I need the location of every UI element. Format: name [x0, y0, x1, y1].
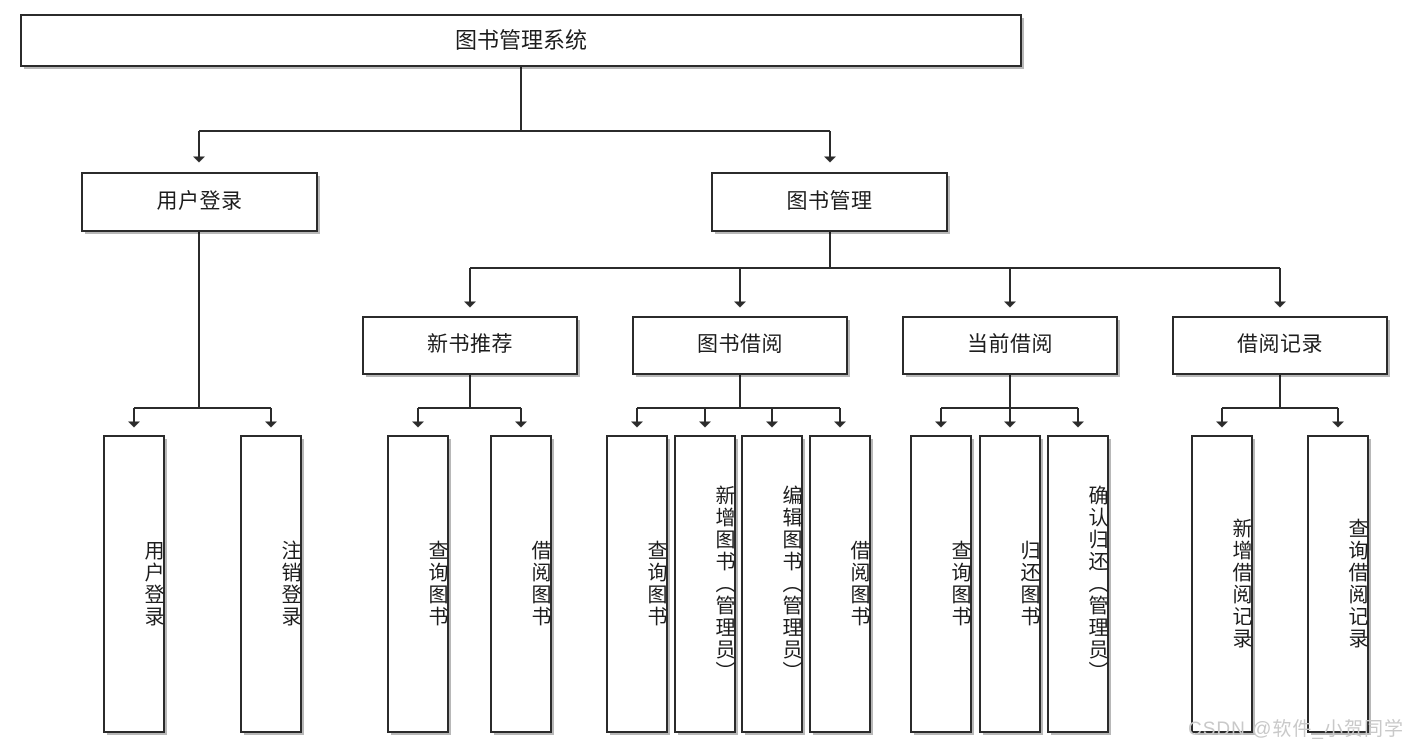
node-leaf-edit-book[interactable]: 编辑图书（管理员）	[741, 435, 803, 733]
node-leaf-add-book-label: 新增图书（管理员）	[712, 485, 734, 683]
node-leaf-query-book-2-label: 查询图书	[644, 540, 666, 628]
node-root-label: 图书管理系统	[454, 27, 587, 53]
node-leaf-add-record-label: 新增借阅记录	[1229, 518, 1251, 650]
node-leaf-query-book-3[interactable]: 查询图书	[910, 435, 972, 733]
node-new-book-rec-label: 新书推荐	[427, 333, 513, 357]
node-leaf-user-logout-label: 注销登录	[278, 540, 300, 628]
node-leaf-user-login-label: 用户登录	[141, 540, 163, 628]
node-leaf-edit-book-label: 编辑图书（管理员）	[779, 485, 801, 683]
node-current-borrow[interactable]: 当前借阅	[902, 316, 1118, 375]
node-leaf-user-login[interactable]: 用户登录	[103, 435, 165, 733]
node-leaf-query-book-1-label: 查询图书	[425, 540, 447, 628]
node-borrow-record[interactable]: 借阅记录	[1172, 316, 1388, 375]
node-leaf-query-record[interactable]: 查询借阅记录	[1307, 435, 1369, 733]
node-root[interactable]: 图书管理系统	[20, 14, 1022, 67]
node-leaf-query-book-3-label: 查询图书	[948, 540, 970, 628]
node-leaf-borrow-book-2[interactable]: 借阅图书	[809, 435, 871, 733]
node-current-borrow-label: 当前借阅	[967, 333, 1053, 357]
node-book-borrow-label: 图书借阅	[697, 333, 783, 357]
node-user-login-label: 用户登录	[156, 189, 243, 213]
node-leaf-query-record-label: 查询借阅记录	[1345, 518, 1367, 650]
node-leaf-confirm-return[interactable]: 确认归还（管理员）	[1047, 435, 1109, 733]
node-new-book-rec[interactable]: 新书推荐	[362, 316, 578, 375]
node-leaf-query-book-2[interactable]: 查询图书	[606, 435, 668, 733]
node-leaf-add-record[interactable]: 新增借阅记录	[1191, 435, 1253, 733]
node-leaf-return-book-label: 归还图书	[1017, 540, 1039, 628]
node-leaf-add-book[interactable]: 新增图书（管理员）	[674, 435, 736, 733]
node-leaf-query-book-1[interactable]: 查询图书	[387, 435, 449, 733]
node-leaf-borrow-book-2-label: 借阅图书	[847, 540, 869, 628]
node-leaf-return-book[interactable]: 归还图书	[979, 435, 1041, 733]
node-book-manage-label: 图书管理	[786, 189, 873, 213]
node-borrow-record-label: 借阅记录	[1237, 333, 1323, 357]
node-leaf-confirm-return-label: 确认归还（管理员）	[1085, 485, 1107, 683]
node-book-manage[interactable]: 图书管理	[711, 172, 948, 232]
node-book-borrow[interactable]: 图书借阅	[632, 316, 848, 375]
node-leaf-borrow-book-1-label: 借阅图书	[528, 540, 550, 628]
node-user-login[interactable]: 用户登录	[81, 172, 318, 232]
watermark-text: CSDN @软件_小贺同学	[1188, 719, 1404, 740]
node-leaf-borrow-book-1[interactable]: 借阅图书	[490, 435, 552, 733]
node-leaf-user-logout[interactable]: 注销登录	[240, 435, 302, 733]
